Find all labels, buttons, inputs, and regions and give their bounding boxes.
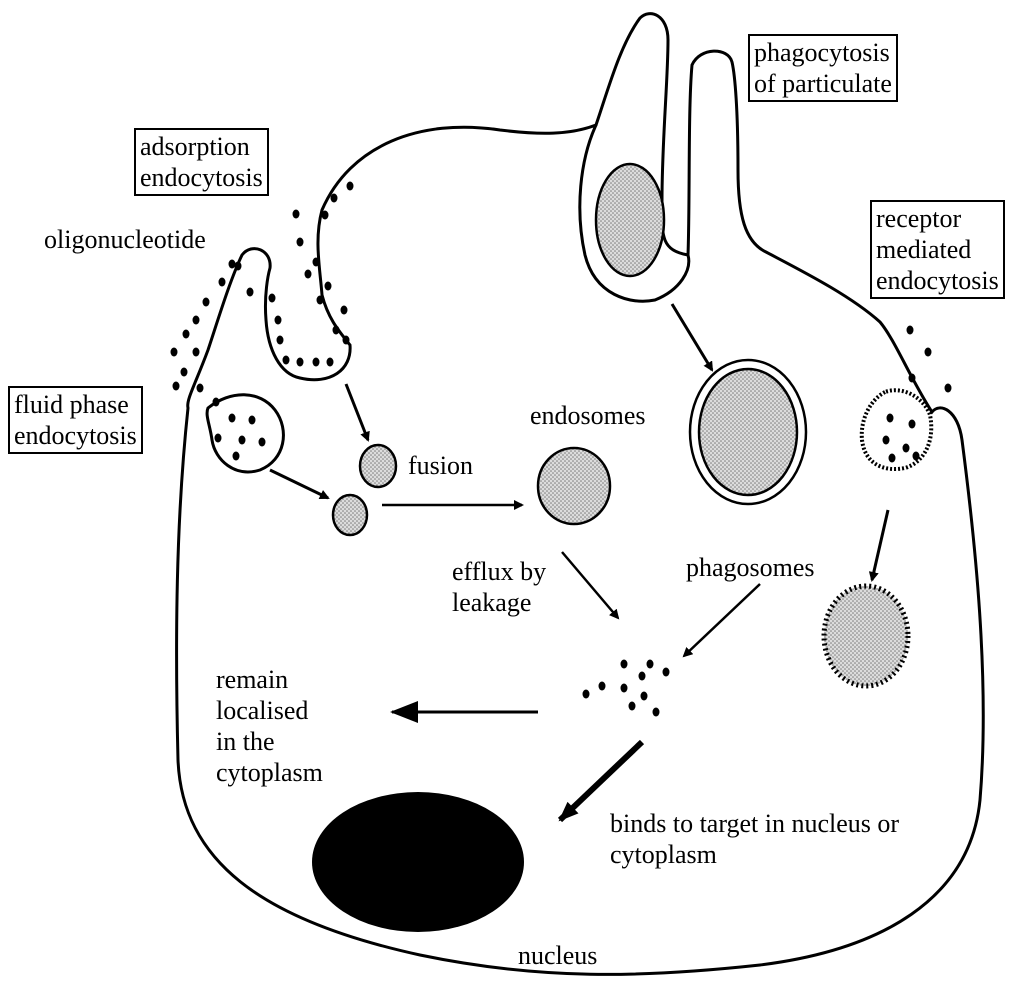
oligonucleotide-dot (193, 348, 200, 357)
oligonucleotide-dot (297, 238, 304, 247)
oligonucleotide-dot (229, 414, 236, 423)
oligonucleotide-dot (213, 398, 220, 407)
oligonucleotide-dot (193, 316, 200, 325)
oligonucleotide-dot (277, 336, 284, 345)
endosome (538, 448, 610, 524)
oligonucleotide-dot (909, 374, 916, 383)
arrow-receptor-to-vesicle (872, 510, 888, 580)
oligonucleotide-dot (331, 194, 338, 203)
oligonucleotide-dot (913, 452, 920, 461)
receptor-coated-pit (862, 390, 932, 469)
arrow-adsorption-to-vesicle (346, 384, 368, 440)
oligonucleotide-dot (247, 288, 254, 297)
arrow-endosome-efflux (562, 552, 618, 618)
oligonucleotide-dot (249, 416, 256, 425)
oligonucleotide-dot (269, 294, 276, 303)
oligonucleotide-dot (215, 434, 222, 443)
oligonucleotide-dot (219, 278, 226, 287)
vesicle-upper (360, 445, 396, 487)
oligonucleotide-dot (317, 296, 324, 305)
oligonucleotide-dot (629, 702, 636, 711)
label-binds-to-target: binds to target in nucleus or cytoplasm (610, 808, 899, 870)
oligonucleotide-dot (229, 260, 236, 269)
label-efflux-by-leakage: efflux by leakage (452, 556, 546, 618)
oligonucleotide-dot (239, 436, 246, 445)
oligonucleotide-dot (909, 420, 916, 429)
oligonucleotide-dot (197, 384, 204, 393)
oligonucleotide-dot (887, 414, 894, 423)
oligonucleotide-dot (925, 348, 932, 357)
oligonucleotide-dot (275, 316, 282, 325)
label-nucleus: nucleus (518, 940, 597, 971)
label-fusion: fusion (408, 450, 473, 481)
oligonucleotide-dot (889, 454, 896, 463)
oligonucleotide-dot (283, 356, 290, 365)
oligonucleotide-dot (233, 452, 240, 461)
label-phagosomes: phagosomes (686, 552, 815, 583)
arrow-fluid-to-vesicle (270, 470, 328, 498)
particle-in-cup (596, 164, 664, 276)
oligonucleotide-dot (327, 358, 334, 367)
oligonucleotide-dot (325, 282, 332, 291)
oligonucleotide-dot (347, 182, 354, 191)
oligonucleotide-dot (259, 438, 266, 447)
oligonucleotide-dot (171, 348, 178, 357)
oligonucleotide-dot (181, 368, 188, 377)
oligonucleotide-dot (883, 436, 890, 445)
vesicle-lower (333, 495, 367, 535)
nucleus-shape (312, 792, 524, 932)
arrow-phagosome-efflux (684, 584, 760, 656)
oligonucleotide-dot (653, 708, 660, 717)
oligonucleotide-dot (313, 258, 320, 267)
oligonucleotide-dot (305, 270, 312, 279)
label-receptor-mediated-endocytosis: receptor mediated endocytosis (870, 200, 1005, 299)
oligonucleotide-dot (903, 444, 910, 453)
label-adsorption-endocytosis: adsorption endocytosis (134, 128, 269, 196)
fluid-phase-pocket (207, 395, 283, 472)
label-oligonucleotide: oligonucleotide (44, 224, 206, 255)
oligonucleotide-dot (293, 210, 300, 219)
oligonucleotide-dot (599, 682, 606, 691)
oligonucleotide-dot (333, 326, 340, 335)
oligonucleotide-dot (621, 660, 628, 669)
coated-vesicle (824, 586, 908, 686)
oligonucleotide-dot (297, 358, 304, 367)
oligonucleotide-dot (173, 382, 180, 391)
label-endosomes: endosomes (530, 400, 646, 431)
oligonucleotide-dot (663, 668, 670, 677)
oligonucleotide-dot (183, 330, 190, 339)
oligonucleotide-dot (341, 306, 348, 315)
oligonucleotide-dot (235, 262, 242, 271)
oligonucleotide-dot (945, 384, 952, 393)
phagosome-inner (699, 369, 797, 495)
oligonucleotide-dot (343, 336, 350, 345)
label-phagocytosis: phagocytosis of particulate (748, 34, 898, 102)
label-remain-localised: remain localised in the cytoplasm (216, 664, 323, 788)
label-fluid-phase-endocytosis: fluid phase endocytosis (8, 386, 143, 454)
oligonucleotide-dot (313, 358, 320, 367)
oligonucleotide-dot (639, 672, 646, 681)
oligonucleotide-dot (621, 684, 628, 693)
oligonucleotide-dot (647, 660, 654, 669)
oligonucleotide-dot (203, 298, 210, 307)
oligonucleotide-dot (641, 692, 648, 701)
oligonucleotide-dot (322, 211, 329, 220)
oligonucleotide-dot (583, 690, 590, 699)
oligonucleotide-dot (907, 326, 914, 335)
arrow-phagocytosis-to-phagosome (672, 304, 712, 370)
